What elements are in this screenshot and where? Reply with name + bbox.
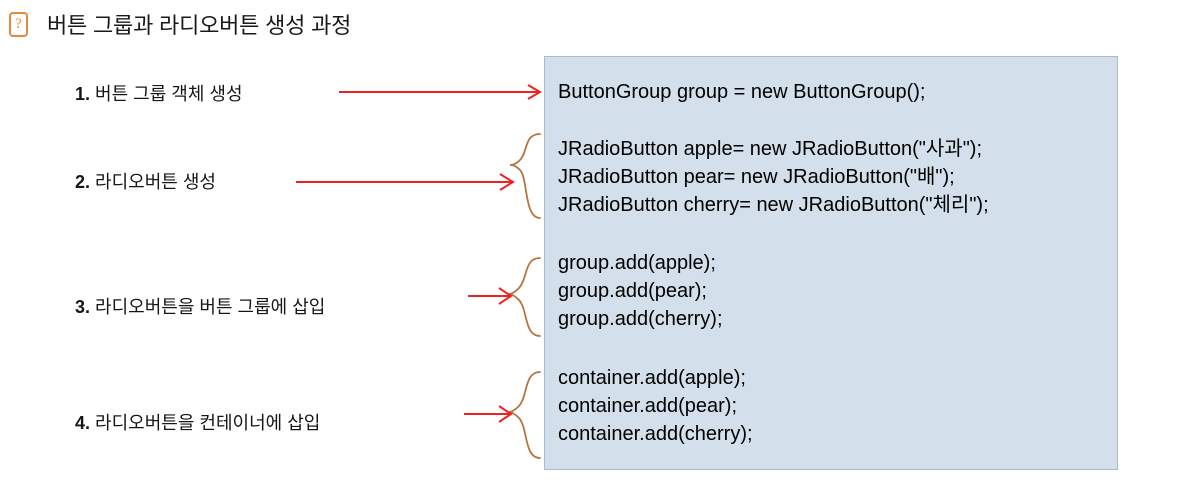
- code-line: group.add(apple);: [558, 252, 716, 274]
- code-line: container.add(pear);: [558, 395, 738, 417]
- question-mark-glyph: ?: [15, 15, 22, 32]
- step-number: 4.: [75, 413, 91, 433]
- step-text: 버튼 그룹 객체 생성: [95, 84, 243, 104]
- arrow-step-3: [468, 287, 513, 305]
- code-line: JRadioButton cherry= new JRadioButton("체…: [558, 194, 989, 216]
- step-number: 1.: [75, 84, 91, 104]
- code-line: group.add(pear);: [558, 280, 707, 302]
- code-block-add-to-container: container.add(apple); container.add(pear…: [558, 364, 753, 448]
- step-label-1: 1. 버튼 그룹 객체 생성: [75, 80, 243, 106]
- code-panel: ButtonGroup group = new ButtonGroup(); J…: [544, 56, 1118, 470]
- page-title: 버튼 그룹과 라디오버튼 생성 과정: [47, 13, 352, 38]
- brace-step-4: [508, 371, 541, 459]
- arrow-step-4: [464, 405, 513, 423]
- code-block-create-radio-buttons: JRadioButton apple= new JRadioButton("사과…: [558, 135, 989, 219]
- code-line: JRadioButton pear= new JRadioButton("배")…: [558, 166, 955, 188]
- code-line: group.add(cherry);: [558, 308, 723, 330]
- arrow-step-2: [296, 173, 515, 191]
- step-text: 라디오버튼을 버튼 그룹에 삽입: [95, 297, 326, 317]
- step-text: 라디오버튼 생성: [95, 172, 216, 192]
- step-number: 3.: [75, 297, 91, 317]
- question-mark-icon: ?: [9, 11, 28, 37]
- brace-step-2: [509, 133, 541, 219]
- step-label-2: 2. 라디오버튼 생성: [75, 168, 216, 194]
- step-label-3: 3. 라디오버튼을 버튼 그룹에 삽입: [75, 293, 325, 319]
- arrow-step-1: [339, 84, 542, 100]
- step-text: 라디오버튼을 컨테이너에 삽입: [95, 413, 321, 433]
- step-label-4: 4. 라디오버튼을 컨테이너에 삽입: [75, 409, 320, 435]
- brace-step-3: [508, 257, 541, 337]
- slide-title-row: ? 버튼 그룹과 라디오버튼 생성 과정: [0, 6, 351, 42]
- step-number: 2.: [75, 172, 91, 192]
- code-line: container.add(apple);: [558, 367, 746, 389]
- code-block-add-to-group: group.add(apple); group.add(pear); group…: [558, 249, 723, 333]
- code-block-create-button-group: ButtonGroup group = new ButtonGroup();: [558, 78, 925, 106]
- code-line: container.add(cherry);: [558, 423, 753, 445]
- code-line: ButtonGroup group = new ButtonGroup();: [558, 81, 926, 103]
- code-line: JRadioButton apple= new JRadioButton("사과…: [558, 138, 983, 160]
